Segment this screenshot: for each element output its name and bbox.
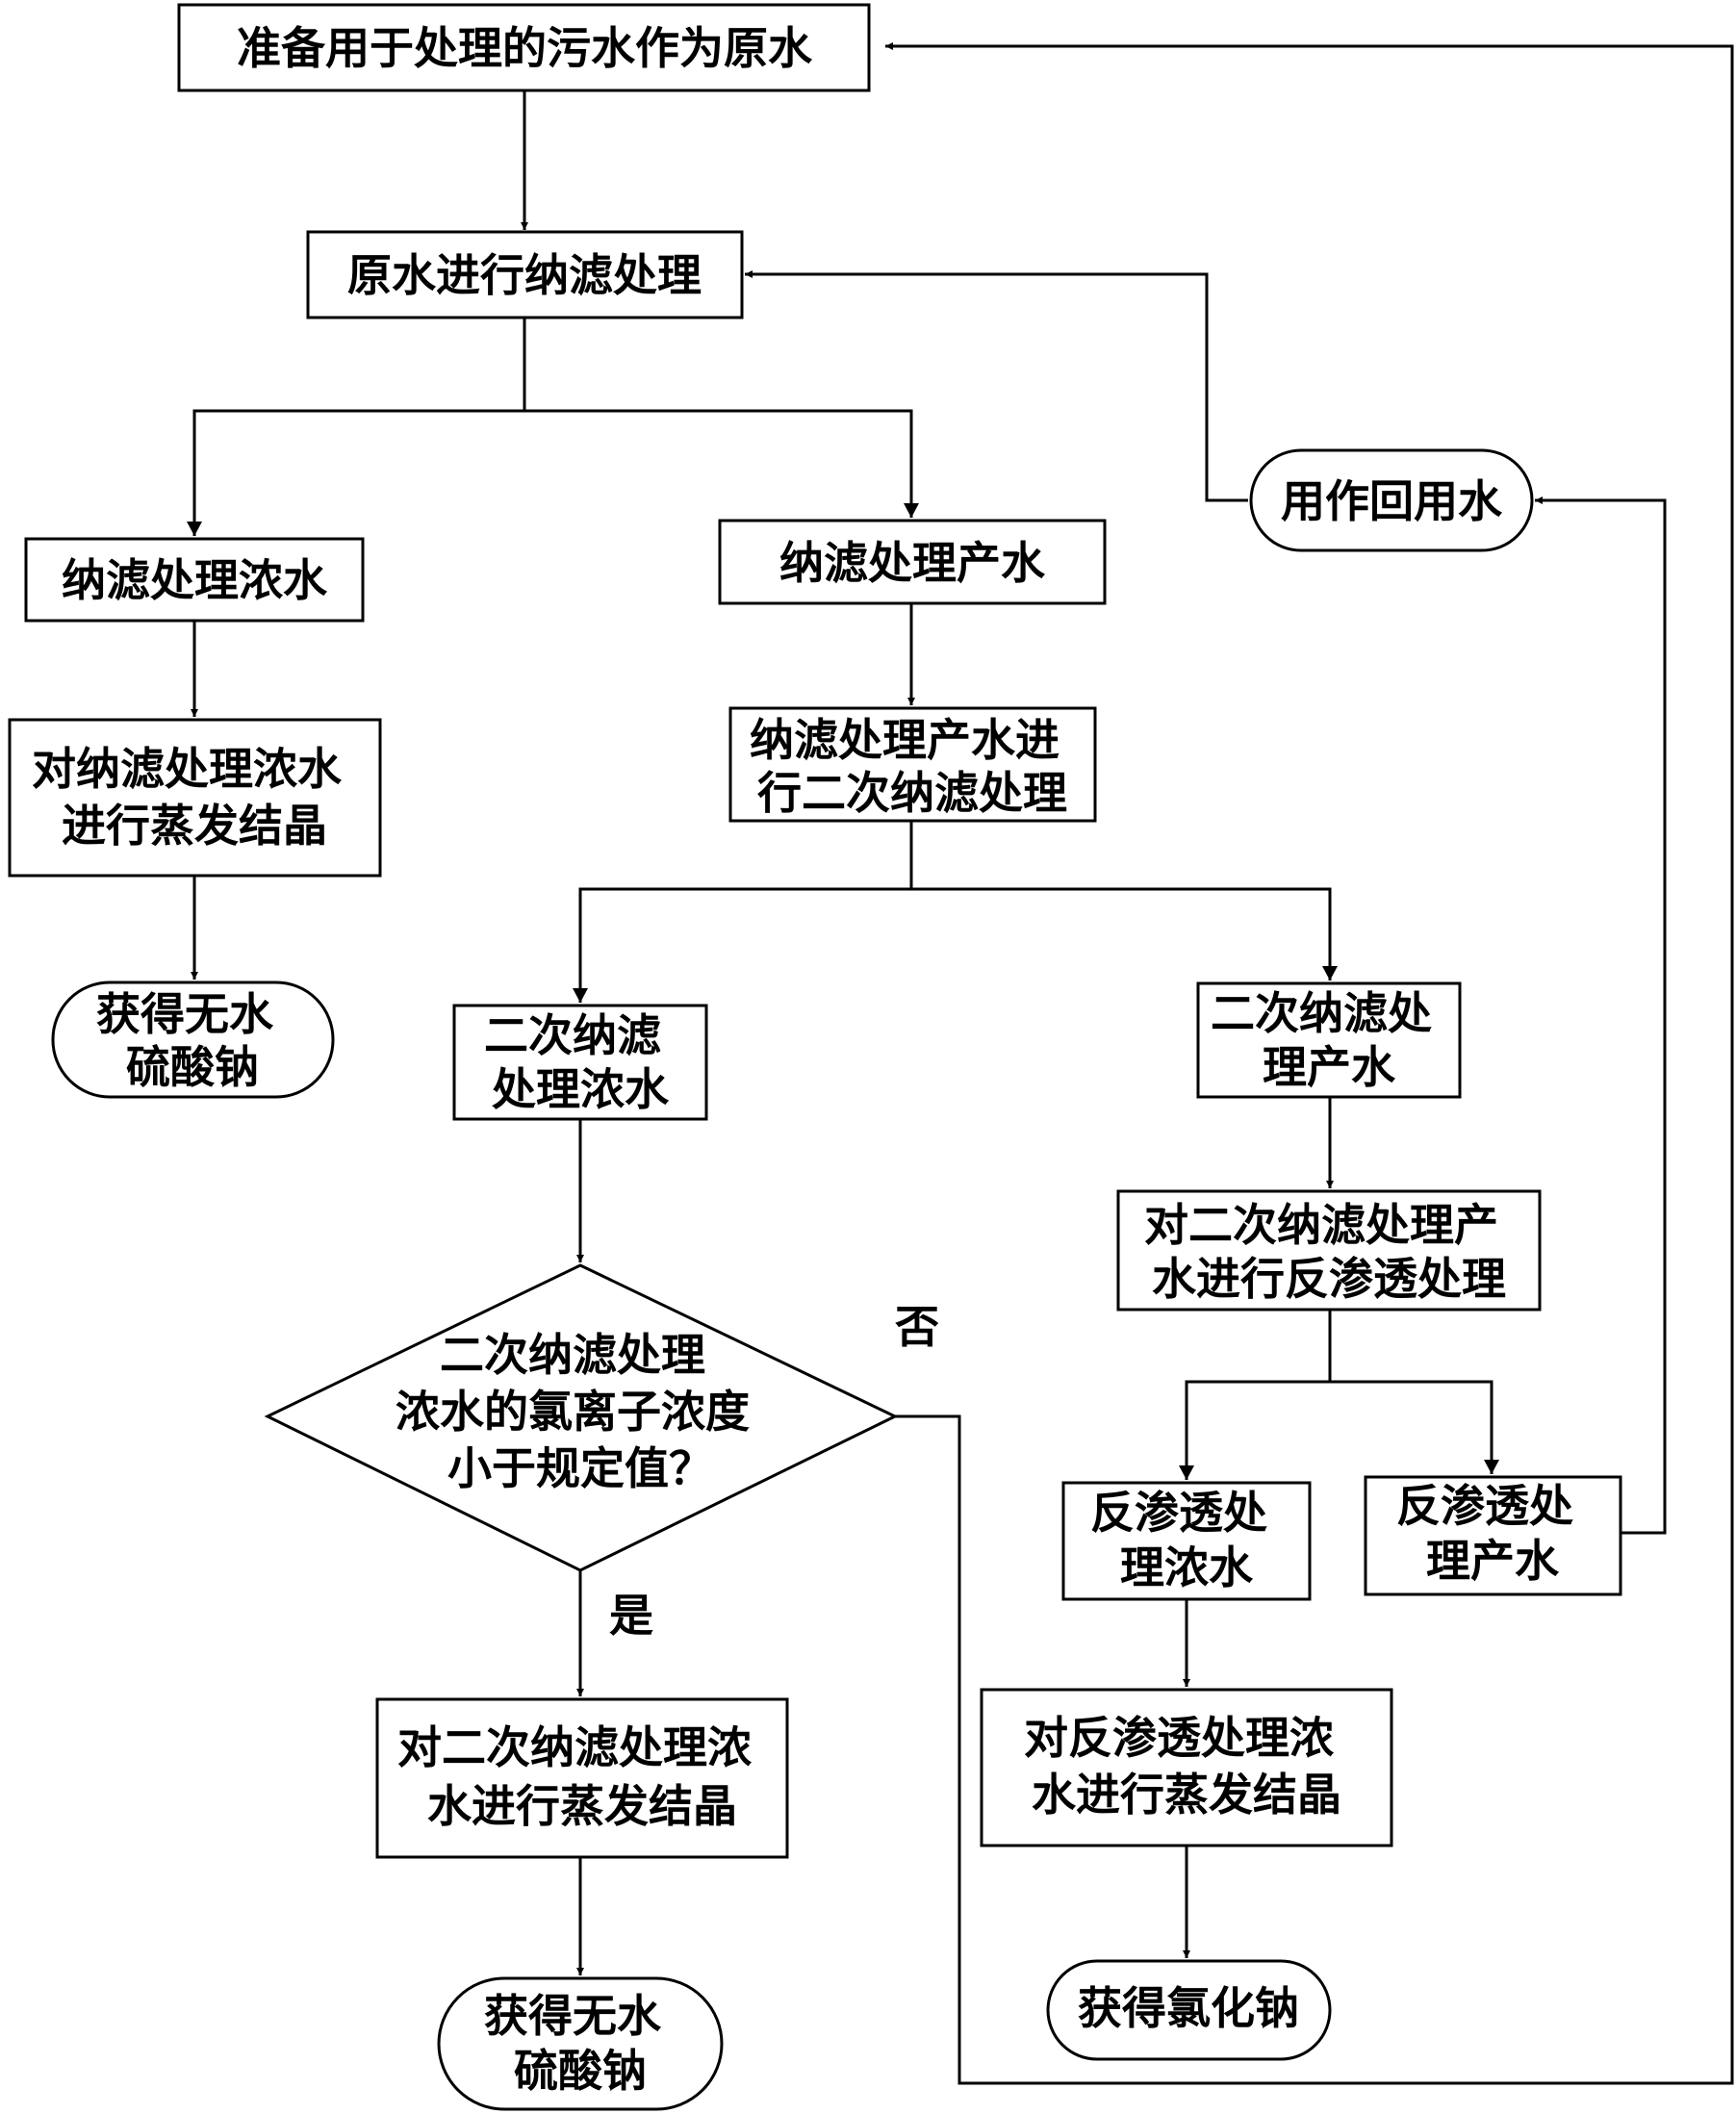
- node-nacl: [1046, 1959, 1332, 2061]
- label-nf2-prod: 二次纳滤处 理产水: [1211, 987, 1447, 1093]
- edges: [187, 42, 1734, 2085]
- node-ro: [1116, 1189, 1542, 1312]
- edge-label-no: 否: [895, 1301, 939, 1353]
- label-nf2-conc-evap: 对二次纳滤处理浓 水进行蒸发结晶: [397, 1721, 767, 1832]
- node-nf-prod: [718, 519, 1107, 605]
- label-ro-conc-evap: 对反渗透处理浓 水进行蒸发结晶: [1024, 1712, 1349, 1821]
- edge-decision-no: [885, 42, 1734, 2085]
- node-nf2: [728, 706, 1097, 823]
- node-na2so4-b: [437, 1976, 724, 2111]
- node-nf-conc-evap: [8, 718, 382, 878]
- edge-nf-split: [192, 318, 913, 536]
- label-ro: 对二次纳滤处理产 水进行反渗透处理: [1144, 1199, 1514, 1305]
- node-ro-prod: [1364, 1475, 1622, 1596]
- label-reuse: 用作回用水: [1281, 475, 1503, 527]
- arrowhead: [1322, 966, 1338, 981]
- label-nf-prod: 纳滤处理产水: [779, 537, 1046, 589]
- label-nf: 原水进行纳滤处理: [347, 249, 702, 301]
- node-reuse: [1249, 448, 1534, 552]
- arrowhead: [904, 503, 919, 518]
- node-nf: [306, 230, 744, 319]
- labels: 准备用于处理的污水作为原水 原水进行纳滤处理 纳滤处理浓水 纳滤处理产水 用作回…: [32, 22, 1589, 2097]
- node-ro-conc: [1061, 1481, 1312, 1601]
- arrowhead: [187, 522, 202, 536]
- label-raw-water: 准备用于处理的污水作为原水: [237, 22, 813, 74]
- label-nf2: 纳滤处理产水进 行二次纳滤处理: [750, 714, 1075, 819]
- node-nf2-conc: [452, 1004, 708, 1121]
- node-ro-conc-evap: [980, 1688, 1393, 1847]
- label-nf-conc-evap: 对纳滤处理浓水 进行蒸发结晶: [32, 743, 357, 852]
- arrowhead: [1179, 1465, 1194, 1480]
- label-nacl: 获得氯化钠: [1078, 1982, 1299, 2034]
- arrowhead: [573, 988, 588, 1003]
- edge-label-yes: 是: [609, 1590, 653, 1642]
- label-na2so4-b: 获得无水 硫酸钠: [484, 1990, 677, 2097]
- edge-ro-split: [1185, 1310, 1493, 1480]
- node-nf2-prod: [1196, 981, 1462, 1099]
- node-nf-conc: [24, 537, 365, 623]
- edge-reuse-to-nf: [745, 270, 1248, 502]
- node-decision: [264, 1263, 899, 1572]
- label-nf2-conc: 二次纳滤 处理浓水: [484, 1009, 677, 1115]
- edge-nf2-split: [578, 821, 1332, 1003]
- label-nf-conc: 纳滤处理浓水: [62, 554, 328, 606]
- node-na2so4-a: [51, 981, 335, 1099]
- label-na2so4-a: 获得无水 硫酸钠: [96, 988, 289, 1093]
- edge-roprod-to-reuse: [1535, 497, 1667, 1535]
- label-ro-conc: 反渗透处 理浓水: [1090, 1487, 1283, 1593]
- node-nf2-conc-evap: [375, 1697, 789, 1859]
- label-decision: 二次纳滤处理 浓水的氯离子浓度 小于规定值？: [396, 1329, 765, 1494]
- label-ro-prod: 反渗透处 理产水: [1396, 1480, 1589, 1587]
- arrowhead: [1484, 1460, 1499, 1474]
- node-raw-water: [177, 3, 871, 92]
- nodes: [8, 3, 1622, 2111]
